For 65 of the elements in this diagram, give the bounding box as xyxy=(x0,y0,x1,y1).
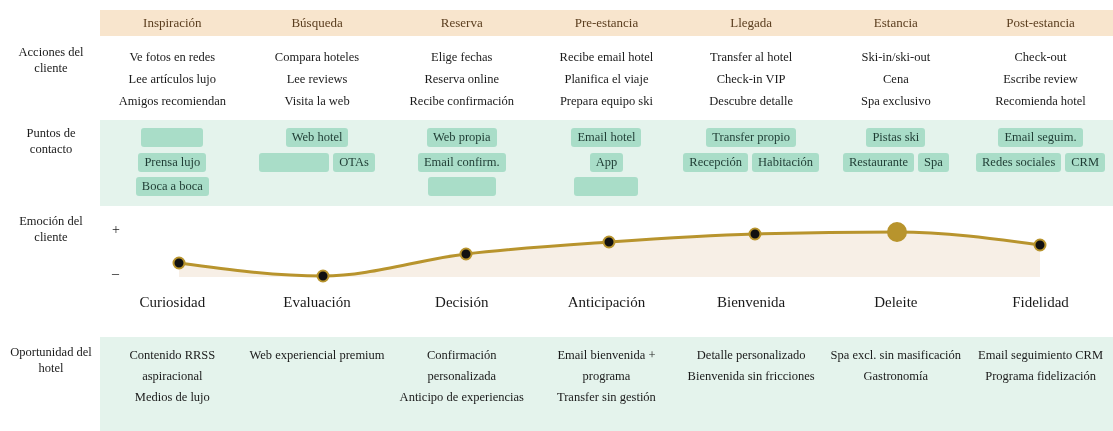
stage-header: Pre-estancia xyxy=(573,14,640,32)
action-text: Check-out xyxy=(1014,49,1067,66)
row-label: Oportunidad del hotel xyxy=(9,344,93,376)
stage-header: Estancia xyxy=(872,14,919,32)
action-text: Recibe confirmación xyxy=(409,93,514,110)
touchpoint-tag: Pistas ski xyxy=(866,128,926,147)
action-text: Recibe email hotel xyxy=(559,49,654,66)
blank-tag xyxy=(574,177,639,196)
action-text: Reserva online xyxy=(424,71,500,88)
emotion-label: Evaluación xyxy=(282,293,352,312)
touchpoint-tag: Email hotel xyxy=(571,128,642,147)
action-text: Planifica el viaje xyxy=(564,71,649,88)
opportunity-text: Gastronomía xyxy=(863,368,929,385)
opportunity-text: Contenido RRSS aspiracional xyxy=(128,347,217,385)
opportunity-text: Spa excl. sin masificación xyxy=(830,347,962,364)
stage-header: Post-estancia xyxy=(1005,14,1076,32)
emotion-label: Bienvenida xyxy=(715,293,787,312)
action-text: Visita la web xyxy=(284,93,350,110)
blank-tag xyxy=(141,128,204,147)
action-text: Lee reviews xyxy=(286,71,348,88)
opportunity-text: Medios de lujo xyxy=(134,389,210,406)
stage-header: Inspiración xyxy=(142,14,203,32)
stage-header: Reserva xyxy=(439,14,484,32)
opportunity-text: Programa fidelización xyxy=(985,368,1096,385)
touchpoint-tag: Habitación xyxy=(752,152,819,172)
touchpoint-tag: Transfer propio xyxy=(706,128,796,147)
row-label: Acciones del cliente xyxy=(17,44,85,76)
action-text: Prepara equipo ski xyxy=(559,93,653,110)
emotion-label: Deleite xyxy=(873,293,919,312)
emotion-label: Fidelidad xyxy=(1011,293,1070,312)
emotion-label: Decisión xyxy=(434,293,490,312)
blank-tag xyxy=(427,177,496,196)
action-text: Compara hoteles xyxy=(274,49,360,66)
opportunity-text: Email bienvenida + programa xyxy=(556,347,657,385)
row-label: Emoción del cliente xyxy=(18,213,84,245)
opportunity-text: Detalle personalizado xyxy=(696,347,806,364)
row-label: Puntos de contacto xyxy=(25,125,77,157)
opportunity-text: Confirmación personalizada xyxy=(426,347,498,385)
action-text: Transfer al hotel xyxy=(710,49,793,66)
opportunity-text: Web experiencial premium xyxy=(249,347,385,364)
action-text: Elige fechas xyxy=(431,49,493,66)
emotion-scale-label: – xyxy=(112,266,119,282)
action-text: Check-in VIP xyxy=(716,71,786,88)
action-text: Amigos recomiendan xyxy=(118,93,226,110)
emotion-scale-label: + xyxy=(112,222,120,238)
stage-header: Búsqueda xyxy=(290,14,344,32)
opportunity-text: Email seguimiento CRM xyxy=(978,347,1104,364)
stage-header: Llegada xyxy=(729,14,774,32)
action-text: Spa exclusivo xyxy=(860,93,931,110)
emotion-label: Anticipación xyxy=(566,293,647,312)
opportunity-text: Anticipo de experiencias xyxy=(399,389,524,406)
opportunity-text: Transfer sin gestión xyxy=(557,389,656,406)
action-text: Ski-in/ski-out xyxy=(861,49,931,66)
action-text: Lee artículos lujo xyxy=(128,71,217,88)
opportunity-text: Bienvenida sin fricciones xyxy=(687,368,815,385)
touchpoint-tag: Email seguim. xyxy=(998,128,1083,147)
touchpoint-tag: Boca a boca xyxy=(135,177,209,196)
action-text: Ve fotos en redes xyxy=(129,49,216,66)
touchpoint-tag: Web hotel xyxy=(285,128,349,147)
action-text: Recomienda hotel xyxy=(995,93,1086,110)
action-text: Escribe review xyxy=(1003,71,1078,88)
action-text: Descubre detalle xyxy=(709,93,793,110)
emotion-label: Curiosidad xyxy=(138,293,207,312)
action-text: Cena xyxy=(883,71,909,88)
touchpoint-tag: Web propia xyxy=(426,128,497,147)
